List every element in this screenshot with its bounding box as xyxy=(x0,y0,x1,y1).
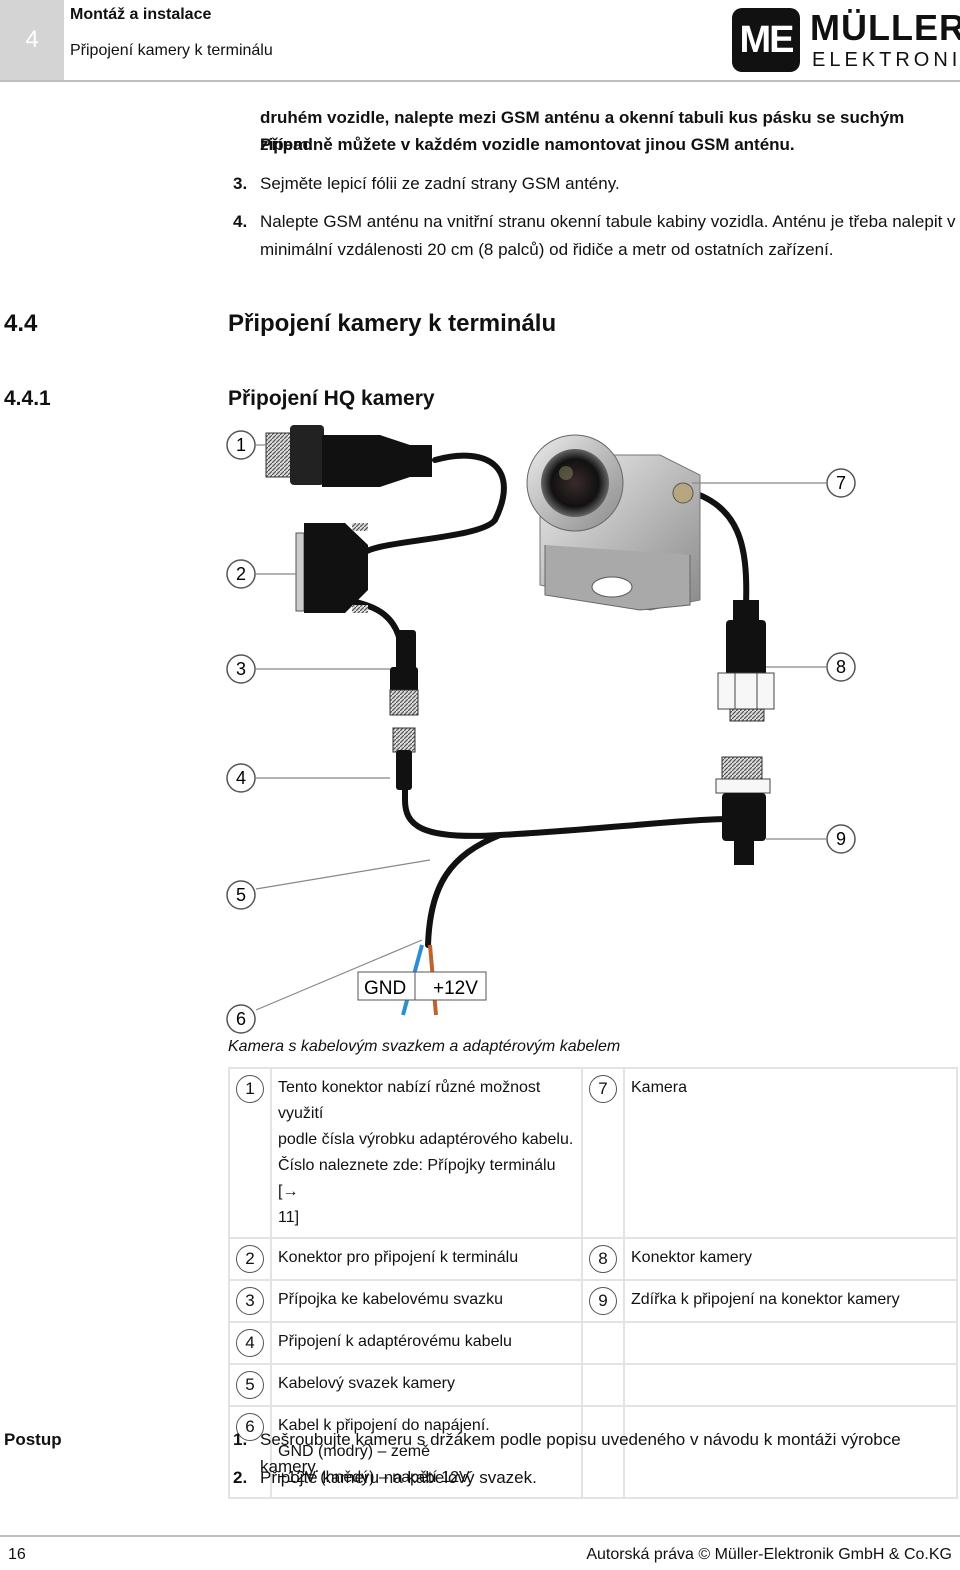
callout-5: 5 xyxy=(226,880,256,910)
legend-number-1: 1 xyxy=(236,1075,264,1103)
legend-number-8: 8 xyxy=(589,1245,617,1273)
legend-number-4: 4 xyxy=(236,1329,264,1357)
legend-text-6-line-1: Kabel k připojení do napájení. xyxy=(278,1417,490,1434)
legend-number-6: 6 xyxy=(236,1413,264,1441)
subsection-number: 4.4.1 xyxy=(4,387,51,410)
voltage-label-box xyxy=(357,971,487,1001)
subsection-heading: Připojení HQ kamery xyxy=(228,387,435,410)
step-4-text-line-1: Nalepte GSM anténu na vnitřní stranu oke… xyxy=(260,212,956,231)
legend-text-7: Kamera xyxy=(623,1067,958,1239)
legend-row: 3 Přípojka ke kabelovému svazku 9 Zdířka… xyxy=(228,1279,958,1323)
connector-1 xyxy=(265,425,432,487)
legend-text-3: Přípojka ke kabelovému svazku xyxy=(270,1279,583,1323)
procedure-step-1-number: 1. xyxy=(233,1430,248,1449)
procedure-step-1-text: Sešroubujte kameru s držákem podle popis… xyxy=(260,1430,901,1476)
logo-badge: ME xyxy=(732,8,800,72)
power-cable xyxy=(425,832,503,948)
legend-text-6-line-3: +12V (hnědý) – napětí 12V xyxy=(278,1469,470,1486)
callout-8: 8 xyxy=(826,652,856,682)
step-3-number: 3. xyxy=(233,174,248,193)
section-heading: Připojení kamery k terminálu xyxy=(228,310,557,337)
chapter-number: 4 xyxy=(0,0,64,80)
legend-number-3: 3 xyxy=(236,1287,264,1315)
legend-number-5: 5 xyxy=(236,1371,264,1399)
legend-text-4: Připojení k adaptérovému kabelu xyxy=(270,1321,583,1365)
gnd-label: GND xyxy=(364,978,406,999)
camera-body xyxy=(526,434,701,611)
camera-cable xyxy=(682,487,750,608)
step-3-text: Sejměte lepicí fólii ze zadní strany GSM… xyxy=(260,174,620,193)
step-4-text-line-2: minimální vzdálenosti 20 cm (8 palců) od… xyxy=(260,240,834,259)
callout-3: 3 xyxy=(226,654,256,684)
procedure-label: Postup xyxy=(4,1430,62,1449)
logo-wordmark: MÜLLER xyxy=(810,7,960,48)
muller-elektronik-logo: ME MÜLLER ELEKTRONIK xyxy=(732,8,960,72)
chapter-title: Montáž a instalace xyxy=(70,6,212,23)
legend-text-9: Zdířka k připojení na konektor kamery xyxy=(623,1279,958,1323)
svg-text:6: 6 xyxy=(236,1009,246,1029)
page-number: 16 xyxy=(8,1546,26,1563)
legend-number-9: 9 xyxy=(589,1287,617,1315)
cable-connector-1 xyxy=(359,452,507,558)
callout-6: 6 xyxy=(226,1004,256,1034)
legend-number-7: 7 xyxy=(589,1075,617,1103)
svg-text:4: 4 xyxy=(236,768,246,788)
connector-2 xyxy=(295,523,368,613)
logo-subtitle: ELEKTRONIK xyxy=(812,49,960,71)
connector-9 xyxy=(715,756,771,865)
legend-row: 5 Kabelový svazek kamery xyxy=(228,1363,958,1407)
section-title: Připojení kamery k terminálu xyxy=(70,42,273,59)
legend-row: 6 Kabel k připojení do napájení. GND (mo… xyxy=(228,1405,958,1499)
callout-4: 4 xyxy=(226,763,256,793)
legend-text-1-line-3: Číslo naleznete zde: Přípojky terminálu … xyxy=(278,1157,556,1200)
svg-text:5: 5 xyxy=(236,885,246,905)
v12-label: +12V xyxy=(433,978,478,999)
camera-wiring-figure: GND +12V 1 2 3 4 5 6 7 8 9 xyxy=(226,425,856,1034)
legend-text-1-line-2: podle čísla výrobku adaptérového kabelu. xyxy=(278,1131,574,1148)
legend-row: 4 Připojení k adaptérovému kabelu xyxy=(228,1321,958,1365)
svg-text:9: 9 xyxy=(836,829,846,849)
legend-number-2: 2 xyxy=(236,1245,264,1273)
legend-text-8: Konektor kamery xyxy=(623,1237,958,1281)
connector-8 xyxy=(717,600,775,722)
connector-3-4 xyxy=(389,630,419,790)
harness-cable xyxy=(402,757,748,853)
callout-7: 7 xyxy=(826,468,856,498)
leader-lines xyxy=(255,444,826,1011)
footer-divider xyxy=(0,1535,960,1537)
step-4-number: 4. xyxy=(233,212,248,231)
svg-text:7: 7 xyxy=(836,473,846,493)
intro-line-1: druhém vozidle, nalepte mezi GSM anténu … xyxy=(260,108,905,154)
procedure-step-2-text: Připojte kameru na kabelový svazek. xyxy=(260,1468,537,1487)
legend-text-1-line-4: 11] xyxy=(278,1209,300,1226)
callout-1: 1 xyxy=(226,430,256,460)
legend-text-1-line-1: Tento konektor nabízí různé možnost využ… xyxy=(278,1079,541,1122)
legend-table: 1 Tento konektor nabízí různé možnost vy… xyxy=(228,1067,958,1499)
intro-line-2: Případně můžete v každém vozidle namonto… xyxy=(260,135,795,154)
figure-caption: Kamera s kabelovým svazkem a adaptérovým… xyxy=(228,1038,621,1055)
legend-text-6-line-2: GND (modrý) – země xyxy=(278,1443,431,1460)
legend-row: 1 Tento konektor nabízí různé možnost vy… xyxy=(228,1067,958,1239)
legend-text-2: Konektor pro připojení k terminálu xyxy=(270,1237,583,1281)
callout-2: 2 xyxy=(226,559,256,589)
svg-text:8: 8 xyxy=(836,657,846,677)
section-number: 4.4 xyxy=(4,310,38,337)
svg-text:2: 2 xyxy=(236,564,246,584)
legend-row: 2 Konektor pro připojení k terminálu 8 K… xyxy=(228,1237,958,1281)
svg-text:1: 1 xyxy=(236,435,246,455)
legend-text-5: Kabelový svazek kamery xyxy=(270,1363,583,1407)
procedure-step-2-number: 2. xyxy=(233,1468,248,1487)
copyright: Autorská práva © Müller-Elektronik GmbH … xyxy=(586,1546,952,1563)
svg-text:3: 3 xyxy=(236,659,246,679)
callout-9: 9 xyxy=(826,824,856,854)
header-divider xyxy=(0,80,960,82)
